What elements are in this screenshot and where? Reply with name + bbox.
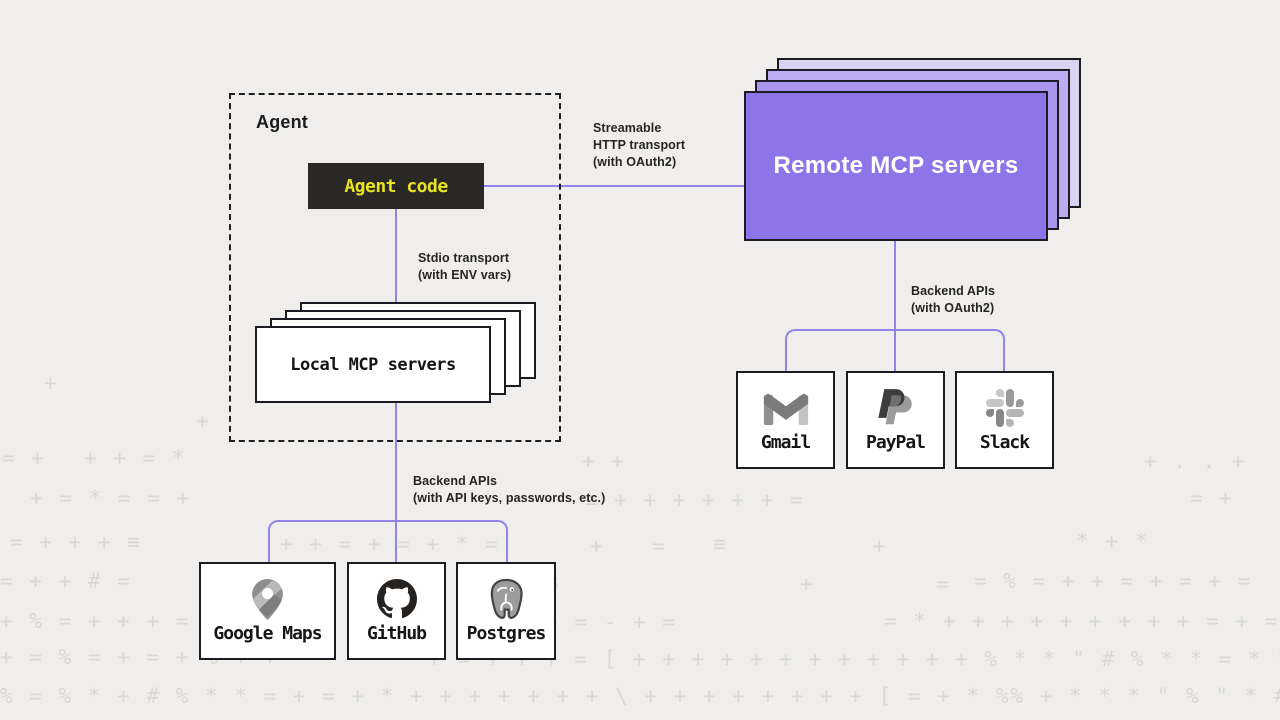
- background-glyph-row: +: [44, 371, 59, 395]
- background-glyph-row: + = + + + = [ + + + + + + + + + + + + % …: [428, 647, 1280, 671]
- postgres-icon: [490, 578, 523, 619]
- service-label: PayPal: [865, 432, 926, 453]
- service-label: Slack: [979, 432, 1030, 453]
- service-label: Google Maps: [213, 623, 322, 644]
- background-glyph-row: % = % * + # % * * = + = + * + + + + + + …: [0, 684, 1280, 708]
- paypal-icon: [877, 389, 912, 425]
- remote-mcp-servers-node: Remote MCP servers: [744, 91, 1048, 241]
- service-box-google-maps: Google Maps: [199, 562, 336, 660]
- background-glyph-row: +: [800, 572, 815, 596]
- background-glyph-row: + % = + + + =: [0, 609, 191, 633]
- agent-code-node: Agent code: [308, 163, 484, 209]
- edge-label-backend-keys: Backend APIs (with API keys, passwords, …: [413, 474, 606, 505]
- background-glyph-row: +: [873, 534, 888, 558]
- service-box-github: GitHub: [347, 562, 446, 660]
- background-glyph-row: = % = + + = + = + =: [974, 569, 1253, 593]
- gmail-icon: [763, 393, 808, 425]
- service-box-paypal: PayPal: [846, 371, 945, 469]
- background-glyph-row: = * + + + + + + + + + = + = + +: [884, 609, 1280, 633]
- edge-label-backend-oauth: Backend APIs (with OAuth2): [911, 284, 996, 315]
- service-label: GitHub: [366, 623, 427, 644]
- edge-label-streamable: Streamable HTTP transport (with OAuth2): [593, 121, 686, 169]
- service-label: Postgres: [466, 623, 547, 644]
- background-glyph-row: = + + + ≡: [10, 530, 142, 554]
- google-maps-icon: [252, 578, 283, 620]
- background-glyph-row: + = * = = +: [30, 486, 192, 510]
- background-glyph-row: =: [652, 534, 667, 558]
- background-glyph-row: ≡: [713, 532, 728, 556]
- agent-group-box: [229, 93, 561, 442]
- service-label: Gmail: [760, 432, 811, 453]
- connector-local-branch: [268, 520, 508, 562]
- background-glyph-row: = +: [1190, 486, 1234, 510]
- background-glyph-row: = +: [2, 446, 46, 470]
- background-glyph-row: * + *: [1076, 529, 1150, 553]
- service-box-gmail: Gmail: [736, 371, 835, 469]
- edge-label-stdio: Stdio transport (with ENV vars): [418, 251, 512, 282]
- background-glyph-row: +: [196, 409, 211, 433]
- background-glyph-row: + + = *: [84, 446, 187, 470]
- background-glyph-row: + . . +: [1144, 449, 1247, 473]
- background-glyph-row: + +: [582, 449, 626, 473]
- background-glyph-row: +: [590, 534, 605, 558]
- background-glyph-row: = + + # =: [0, 569, 132, 593]
- connector-remote-branch: [785, 329, 1005, 371]
- service-box-slack: Slack: [955, 371, 1054, 469]
- slack-icon: [985, 389, 1024, 427]
- connector-agent-to-remote: [484, 185, 744, 187]
- background-glyph-row: =: [936, 572, 951, 596]
- background-glyph-row: + + = + = + * =: [280, 532, 500, 556]
- github-icon: [376, 579, 417, 619]
- service-box-postgres: Postgres: [456, 562, 556, 660]
- background-glyph-row: ≡ + + + + + + =: [585, 488, 805, 512]
- connector-remote-stem: [894, 240, 896, 371]
- local-mcp-servers-node: Local MCP servers: [255, 326, 491, 403]
- agent-group-title: Agent: [256, 112, 308, 132]
